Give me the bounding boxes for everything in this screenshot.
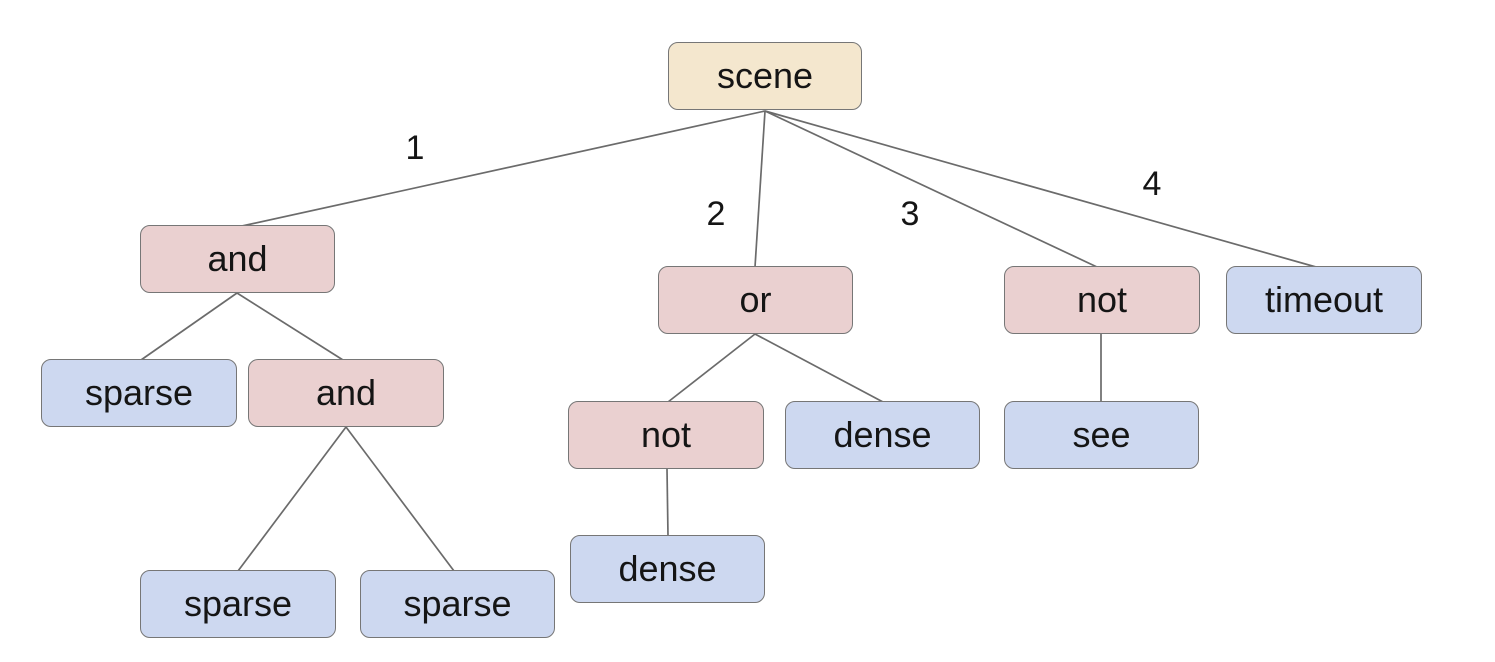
tree-node-dense-bottom: dense [570,535,765,603]
tree-node-and-left: and [140,225,335,293]
tree-edge-or-to-not-mid [667,333,756,403]
tree-node-sparse-upper: sparse [41,359,237,427]
tree-node-sparse-bl-1: sparse [140,570,336,638]
edge-label-1: 1 [405,129,425,167]
tree-node-timeout: timeout [1226,266,1422,334]
tree-node-and-inner: and [248,359,444,427]
tree-edge-and-inner-to-sparse-bl-2 [345,426,455,572]
edge-label-2: 2 [706,195,726,233]
edge-label-4: 4 [1142,165,1162,203]
tree-edge-scene-to-timeout [764,110,1317,268]
tree-node-dense-mid: dense [785,401,980,469]
tree-edge-scene-to-not-right [764,110,1098,268]
tree-edge-or-to-dense-mid [754,333,884,403]
tree-node-not-right: not [1004,266,1200,334]
tree-node-scene: scene [668,42,862,110]
tree-node-not-mid: not [568,401,764,469]
edge-label-3: 3 [900,195,920,233]
tree-edge-and-left-to-sparse-upper [140,292,238,361]
tree-edge-and-inner-to-sparse-bl-1 [237,426,347,572]
tree-edge-scene-to-and-left [241,110,766,227]
tree-node-sparse-bl-2: sparse [360,570,555,638]
tree-edge-and-left-to-and-inner [236,292,344,361]
tree-node-or: or [658,266,853,334]
tree-edge-scene-to-or [754,110,766,268]
tree-node-see: see [1004,401,1199,469]
tree-edge-not-mid-to-dense-bottom [666,468,669,537]
